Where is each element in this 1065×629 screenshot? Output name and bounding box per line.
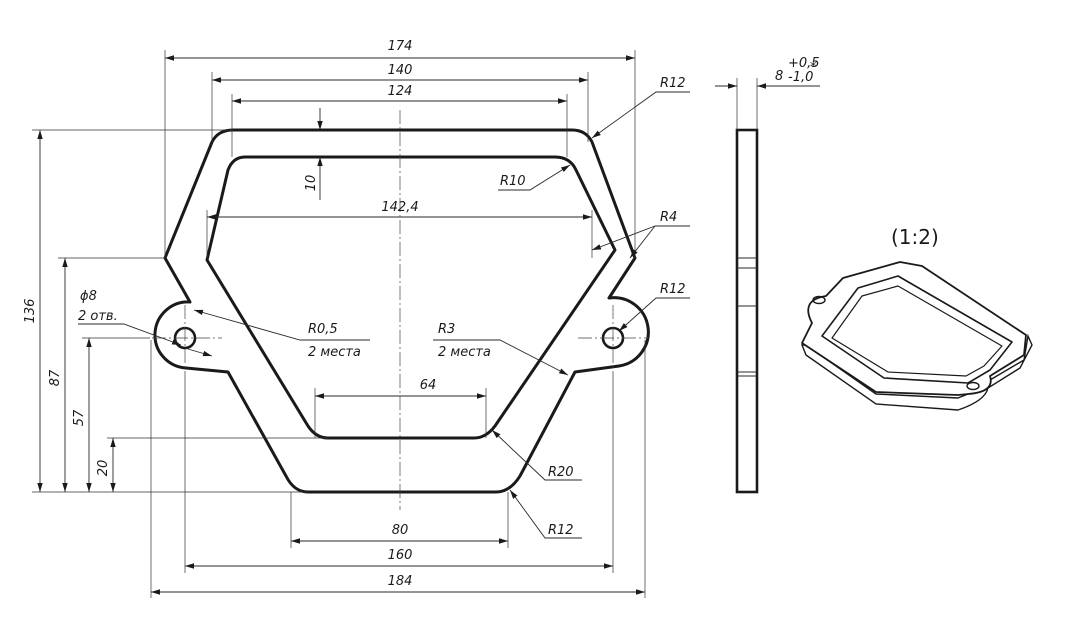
- callout-mesta-right: 2 места: [438, 345, 491, 360]
- dim-20: 20: [96, 460, 111, 477]
- leader-r12-top: [591, 91, 690, 139]
- iso-hole-left: [812, 295, 826, 305]
- dim-136: 136: [23, 299, 38, 324]
- callout-r05: R0,5: [308, 322, 338, 337]
- leader-r20: [491, 429, 582, 481]
- dim-142-4: 142,4: [381, 200, 418, 215]
- callout-r12-right: R12: [660, 282, 686, 297]
- dim-64: 64: [420, 378, 437, 393]
- iso-hole-right: [966, 381, 980, 391]
- isometric-view: (1:2): [800, 225, 1033, 411]
- leader-r12-right: [618, 297, 690, 332]
- callout-r20: R20: [548, 465, 574, 480]
- leader-r3: [433, 339, 569, 376]
- callout-r10: R10: [500, 174, 526, 189]
- thickness-tol-upper: +0,5: [788, 56, 820, 71]
- thickness-asterisk: *: [810, 60, 817, 75]
- leader-phi8-tail: [187, 348, 213, 357]
- dim-10: 10: [304, 175, 319, 192]
- leader-r4-b: [629, 225, 656, 259]
- callout-otv: 2 отв.: [78, 309, 118, 324]
- dim-80: 80: [392, 523, 409, 538]
- iso-inner-lip: [831, 285, 1003, 377]
- scale-label: (1:2): [891, 225, 939, 249]
- iso-inner-outer: [821, 275, 1013, 384]
- side-view: 8 +0,5 -1,0 *: [715, 56, 820, 494]
- callout-r12-top: R12: [660, 76, 686, 91]
- iso-outer-top: [801, 261, 1027, 396]
- thickness-base: 8: [775, 69, 783, 84]
- callout-phi8: ϕ8: [80, 289, 97, 304]
- callout-r12-bottom: R12: [548, 523, 574, 538]
- side-profile: [735, 128, 759, 494]
- leader-phi8: [78, 323, 182, 346]
- leader-r12-bottom: [509, 489, 582, 539]
- dim-140: 140: [388, 63, 413, 78]
- thickness-tol-lower: -1,0: [788, 70, 813, 85]
- callout-r4: R4: [660, 210, 677, 225]
- callout-r3: R3: [438, 322, 455, 337]
- callout-mesta-left: 2 места: [308, 345, 361, 360]
- dim-184: 184: [388, 574, 413, 589]
- leader-r05: [193, 309, 370, 341]
- leader-r4-a: [591, 225, 656, 251]
- inner-contour: [205, 155, 617, 440]
- outer-contour: [153, 128, 650, 494]
- front-view: 174 140 124 142,4 64 80 160 184 10 136 8…: [23, 39, 690, 598]
- dim-160: 160: [388, 548, 413, 563]
- leader-r10: [498, 164, 571, 191]
- dim-124: 124: [388, 84, 413, 99]
- dim-57: 57: [72, 409, 87, 426]
- dim-87: 87: [48, 369, 63, 386]
- dim-174: 174: [388, 39, 413, 54]
